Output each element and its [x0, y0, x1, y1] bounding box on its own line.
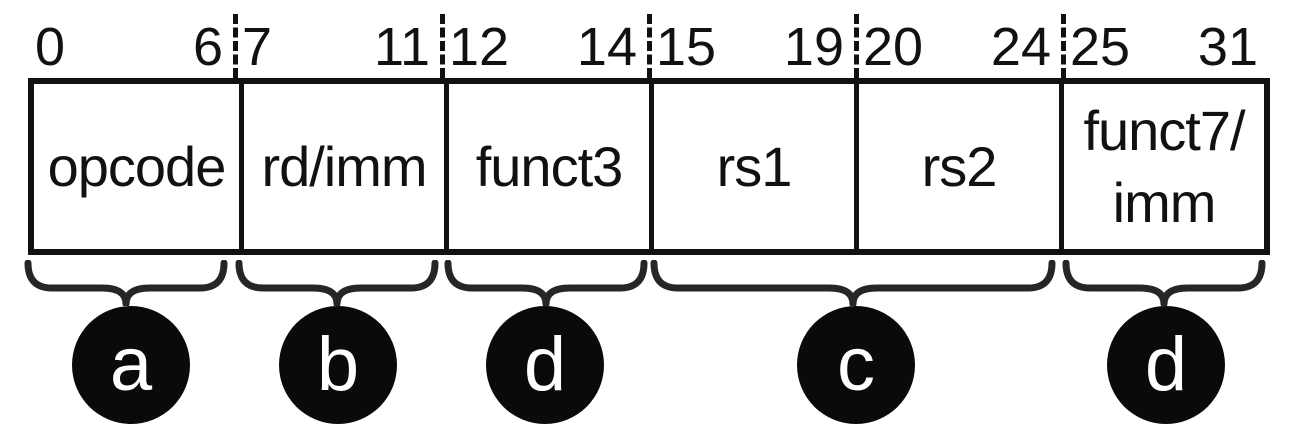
bit-number: 14 [576, 17, 637, 77]
bit-number: 7 [242, 17, 273, 77]
bit-number: 6 [192, 17, 223, 77]
bit-range-rs1: 15 19 [649, 12, 856, 76]
group-brace-b [235, 260, 439, 306]
field-label: rs2 [921, 134, 998, 198]
bit-range-rd-imm: 7 11 [235, 12, 442, 76]
field-box: opcode rd/imm funct3 rs1 rs2 funct7/ imm [28, 78, 1270, 255]
bit-range-funct3: 12 14 [442, 12, 649, 76]
bit-range-rs2: 20 24 [856, 12, 1063, 76]
badge-letter: a [109, 322, 153, 407]
bit-number: 25 [1070, 17, 1131, 77]
dashed-divider [440, 14, 445, 78]
field-label: imm [1112, 170, 1217, 234]
field-rs1: rs1 [649, 84, 854, 249]
group-badge-d: d [486, 306, 604, 424]
field-funct7-imm: funct7/ imm [1059, 84, 1264, 249]
badge-letter: b [316, 322, 360, 407]
dashed-divider [1061, 14, 1066, 78]
field-label: funct7/ [1083, 98, 1245, 162]
badge-letter: d [523, 322, 567, 407]
badge-letter: d [1144, 322, 1188, 407]
dashed-divider [233, 14, 238, 78]
field-funct3: funct3 [444, 84, 649, 249]
group-badge-c: c [797, 306, 915, 424]
dashed-divider [647, 14, 652, 78]
bit-number: 31 [1197, 17, 1258, 77]
bit-number: 15 [656, 17, 717, 77]
bit-number: 19 [783, 17, 844, 77]
field-label: rs1 [716, 134, 793, 198]
group-badge-d: d [1107, 306, 1225, 424]
group-brace-d [444, 260, 648, 306]
bit-number: 11 [373, 17, 430, 77]
badge-letter: c [837, 322, 875, 407]
field-rs2: rs2 [854, 84, 1059, 249]
bit-number: 0 [35, 17, 66, 77]
bit-number: 12 [449, 17, 510, 77]
group-badge-a: a [72, 306, 190, 424]
group-badge-b: b [279, 306, 397, 424]
field-opcode: opcode [34, 84, 239, 249]
field-label: opcode [47, 134, 227, 198]
field-rd-imm: rd/imm [239, 84, 444, 249]
group-brace-a [24, 260, 228, 306]
field-label: funct3 [475, 134, 624, 198]
dashed-divider [854, 14, 859, 78]
group-brace-c [650, 260, 1056, 306]
bit-number: 24 [990, 17, 1051, 77]
bit-number: 20 [863, 17, 924, 77]
bit-range-funct7-imm: 25 31 [1063, 12, 1270, 76]
bit-index-row: 0 6 7 11 12 14 15 19 20 24 25 31 [28, 12, 1270, 76]
field-label: rd/imm [261, 134, 427, 198]
group-brace-d [1062, 260, 1266, 306]
bit-range-opcode: 0 6 [28, 12, 235, 76]
